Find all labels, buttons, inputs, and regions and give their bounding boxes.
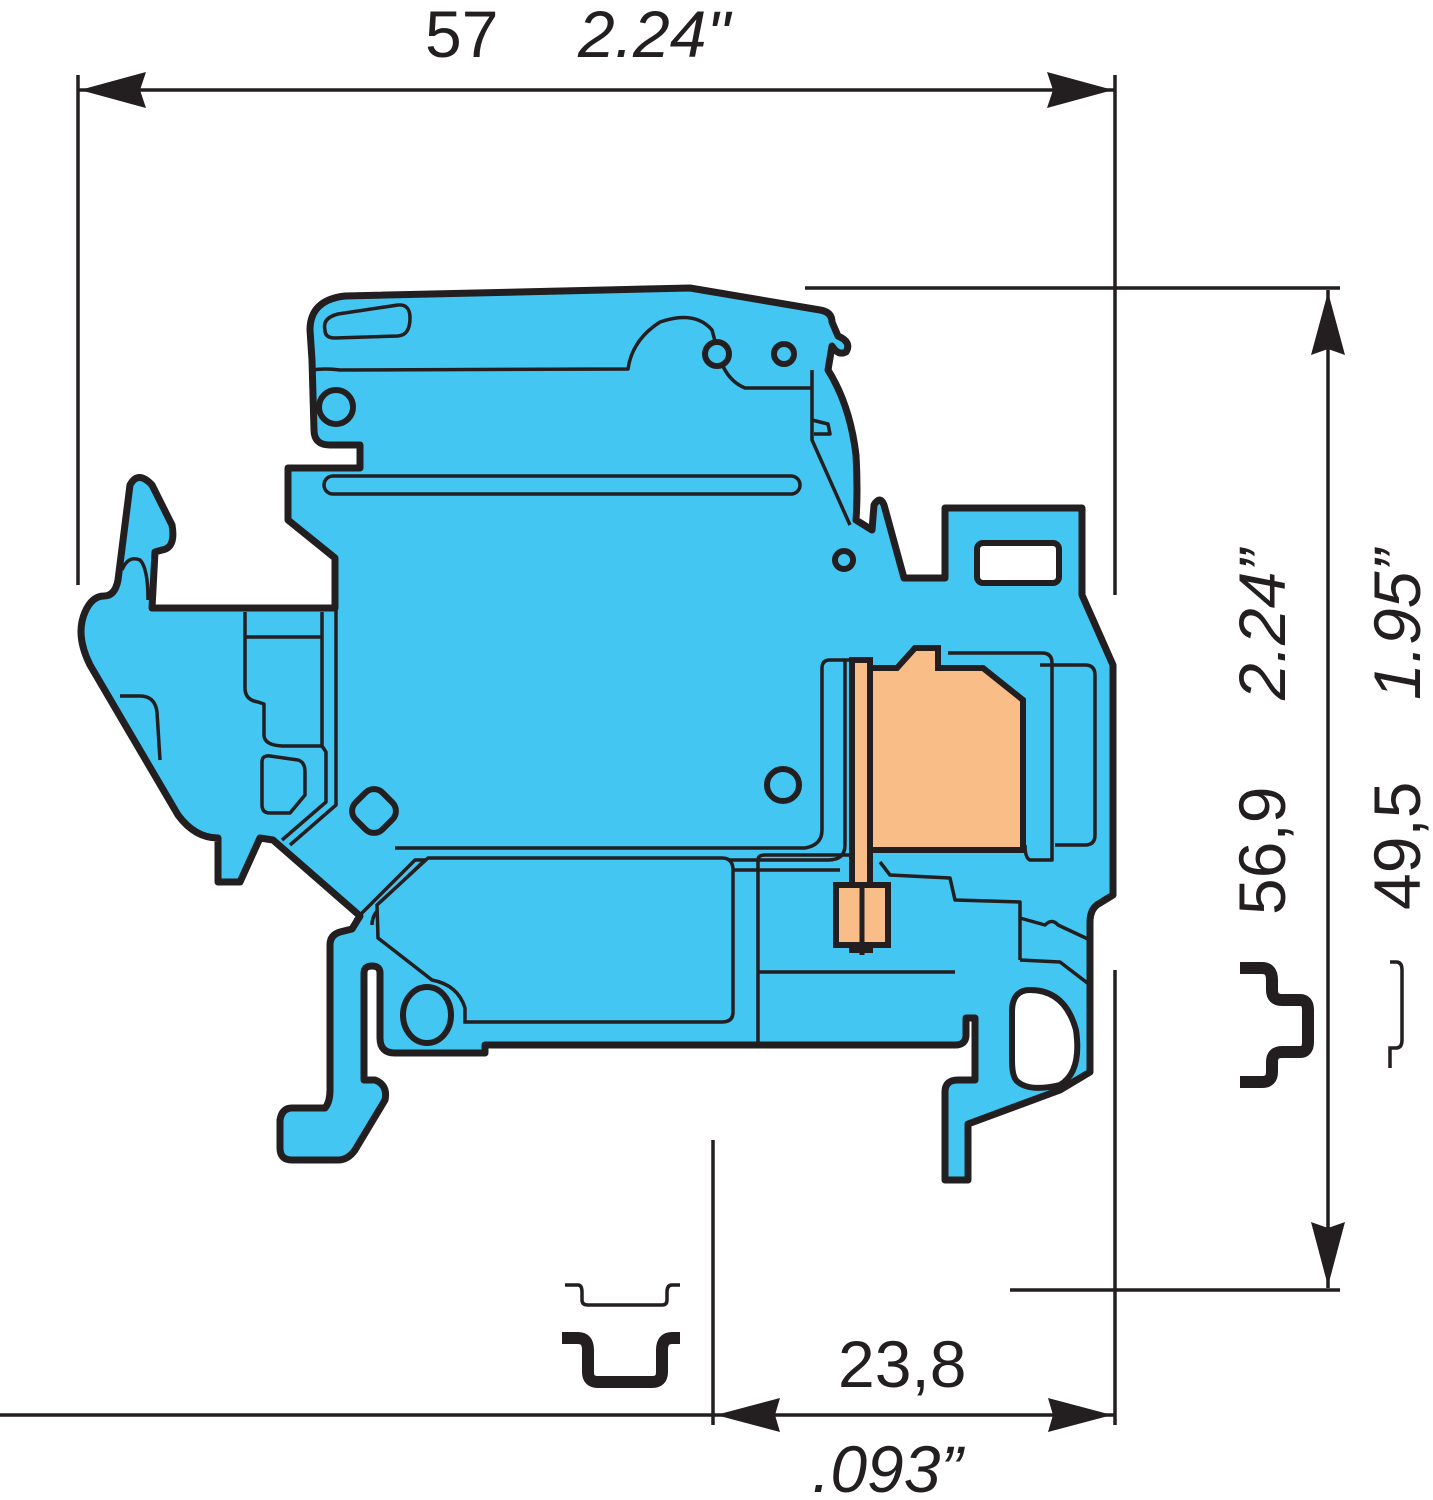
- arrow-left-icon: [80, 72, 146, 108]
- long-slot: [322, 474, 802, 496]
- upper-slot: [322, 303, 412, 340]
- height-top-inch-label: 2.24”: [1225, 547, 1299, 701]
- screw-hole: [400, 984, 454, 1046]
- screw-hole: [771, 341, 797, 367]
- terminal-housing: [77, 284, 1117, 1184]
- screw-hole: [764, 766, 802, 804]
- label-field: [375, 856, 735, 1024]
- arrow-right-icon: [1048, 1398, 1112, 1432]
- rail-latch-opening: [1009, 986, 1081, 1091]
- height-dimension: [805, 286, 1345, 1425]
- screw-hole: [349, 786, 399, 836]
- arrow-down-icon: [1311, 1222, 1345, 1286]
- screw-hole: [832, 548, 856, 572]
- g-rail-icon: [1388, 960, 1404, 1068]
- arrow-right-icon: [1047, 72, 1113, 108]
- height-g-mm-label: 49,5: [1360, 782, 1433, 910]
- marker-window: [974, 540, 1062, 586]
- width-mm-label: 57: [425, 0, 498, 71]
- copper-conductor: [833, 645, 1026, 955]
- top-hat-rail-icon: [562, 1332, 680, 1388]
- width-dimension: [76, 72, 1117, 595]
- g-rail-icon: [565, 1283, 680, 1307]
- top-hat-rail-icon: [1240, 962, 1314, 1088]
- offset-mm-label: 23,8: [838, 1327, 966, 1401]
- clamp-body: [867, 645, 1026, 853]
- offset-dimension: [0, 1140, 1115, 1432]
- arrow-left-icon: [716, 1398, 780, 1432]
- offset-inch-label: .093”: [812, 1432, 965, 1500]
- height-g-inch-label: 1.95”: [1360, 547, 1433, 700]
- height-top-mm-label: 56,9: [1225, 787, 1299, 915]
- arrow-up-icon: [1311, 292, 1345, 355]
- screw-hole: [316, 387, 356, 427]
- screw-hole: [702, 339, 732, 369]
- width-inch-label: 2.24": [577, 0, 732, 71]
